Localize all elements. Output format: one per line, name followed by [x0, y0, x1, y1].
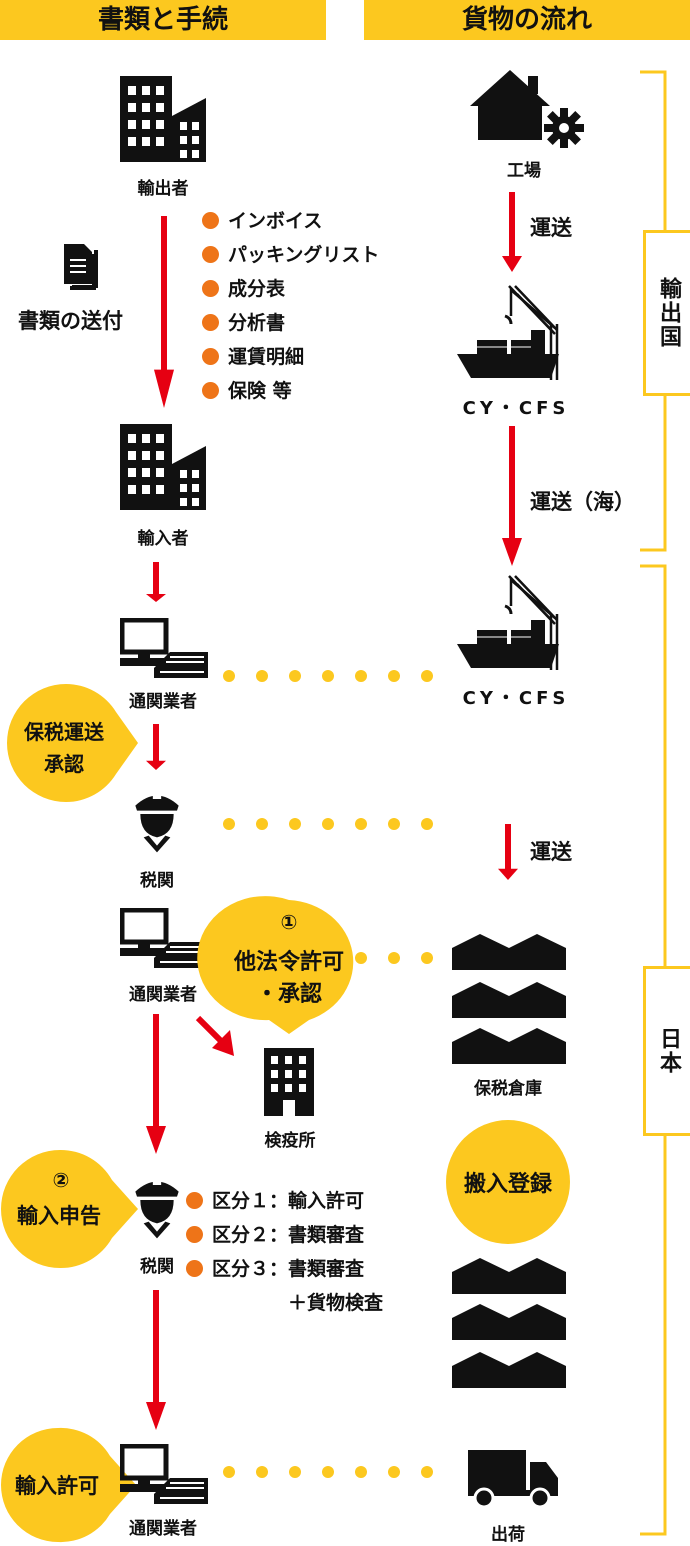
broker-label: 通関業者: [129, 1519, 197, 1539]
document-icon: [64, 244, 98, 290]
quarantine-label: 検疫所: [264, 1131, 316, 1151]
other-law-bubble: [197, 896, 354, 1034]
container-ship-icon: [456, 284, 561, 382]
category-item: 区分２：書類審査: [186, 1224, 364, 1246]
warehouse-icon: [452, 934, 566, 970]
document-item: 運賃明細: [202, 346, 304, 368]
import-permit-bubble: [1, 1427, 136, 1543]
warehouse-icon: [452, 1352, 566, 1388]
customs-label: 税関: [140, 1257, 174, 1277]
warehouse-icon: [452, 1304, 566, 1340]
bullet-dot-icon: [202, 382, 219, 399]
header-cargo-flow: 貨物の流れ: [364, 0, 690, 40]
bullet-dot-icon: [202, 348, 219, 365]
bullet-dot-icon: [202, 246, 219, 263]
bonded-warehouse-label: 保税倉庫: [474, 1079, 542, 1099]
factory-icon: [470, 70, 584, 148]
arrow-broker-to-customs: [146, 724, 166, 770]
importer-label: 輸入者: [137, 529, 189, 549]
exporter-label: 輸出者: [137, 179, 189, 199]
document-item: パッキングリスト: [202, 244, 379, 266]
other-law-line1: 他法令許可: [233, 950, 344, 975]
arrow-sea-transport: [502, 426, 522, 566]
document-send-label: 書類の送付: [18, 309, 123, 333]
broker-computer-icon: [120, 618, 208, 678]
broker-computer-icon: [120, 1444, 208, 1504]
import-declaration-bubble: [1, 1149, 138, 1269]
other-law-number: ①: [280, 910, 298, 934]
arrow-exporter-to-importer: [154, 216, 174, 408]
category-item: 区分１：輸入許可: [186, 1190, 364, 1212]
warehouse-icon: [452, 1028, 566, 1064]
carry-in-label: 搬入登録: [463, 1172, 552, 1197]
customs-officer-icon: [135, 794, 179, 853]
exporter-building-icon: [120, 76, 206, 162]
arrow-transport: [502, 192, 522, 272]
category-item-continued: ＋貨物検査: [288, 1292, 384, 1314]
header-documents: 書類と手続: [0, 0, 326, 40]
broker-label: 通関業者: [129, 985, 197, 1005]
bonded-transport-bubble: [7, 684, 138, 802]
customs-label: 税関: [140, 871, 174, 891]
container-ship-icon: [456, 574, 561, 672]
document-item: インボイス: [202, 210, 322, 232]
bullet-dot-icon: [202, 212, 219, 229]
bullet-dot-icon: [186, 1260, 203, 1277]
shipping-label: 出荷: [491, 1525, 525, 1545]
arrow-customs-to-broker: [146, 1290, 166, 1430]
import-declaration-label: 輸入申告: [17, 1204, 101, 1228]
document-item: 保険 等: [202, 380, 292, 402]
import-permit-label: 輸入許可: [15, 1474, 99, 1498]
sea-transport-label: 運送（海）: [530, 490, 635, 514]
japan-label: 日本: [643, 966, 690, 1136]
arrow-importer-to-broker: [146, 562, 166, 602]
bullet-dot-icon: [202, 314, 219, 331]
arrow-broker-to-customs-2: [146, 1014, 166, 1154]
transport-label: 運送: [530, 840, 572, 864]
customs-officer-icon: [135, 1180, 179, 1239]
truck-icon: [468, 1450, 558, 1508]
importer-building-icon: [120, 424, 206, 510]
other-law-line2: ・承認: [255, 982, 322, 1007]
warehouse-icon: [452, 1258, 566, 1294]
bullet-dot-icon: [186, 1192, 203, 1209]
document-item: 成分表: [202, 278, 285, 300]
carry-in-circle: [446, 1120, 570, 1244]
quarantine-building-icon: [264, 1048, 314, 1116]
bonded-transport-line1: 保税運送: [24, 720, 104, 744]
bullet-dot-icon: [202, 280, 219, 297]
broker-computer-icon: [120, 908, 208, 968]
document-item: 分析書: [202, 312, 285, 334]
export-country-label: 輸出国: [643, 230, 690, 396]
bullet-dot-icon: [186, 1226, 203, 1243]
factory-label: 工場: [507, 161, 541, 181]
transport-label: 運送: [530, 216, 572, 240]
import-declaration-number: ②: [52, 1168, 70, 1192]
bonded-transport-line2: 承認: [44, 752, 84, 776]
category-item: 区分３：書類審査: [186, 1258, 364, 1280]
arrow-to-quarantine: [195, 1015, 234, 1056]
cycfs-label: CY・CFS: [462, 398, 570, 419]
cycfs-label: CY・CFS: [462, 688, 570, 709]
warehouse-icon: [452, 982, 566, 1018]
arrow-transport: [498, 824, 518, 880]
broker-label: 通関業者: [129, 692, 197, 712]
